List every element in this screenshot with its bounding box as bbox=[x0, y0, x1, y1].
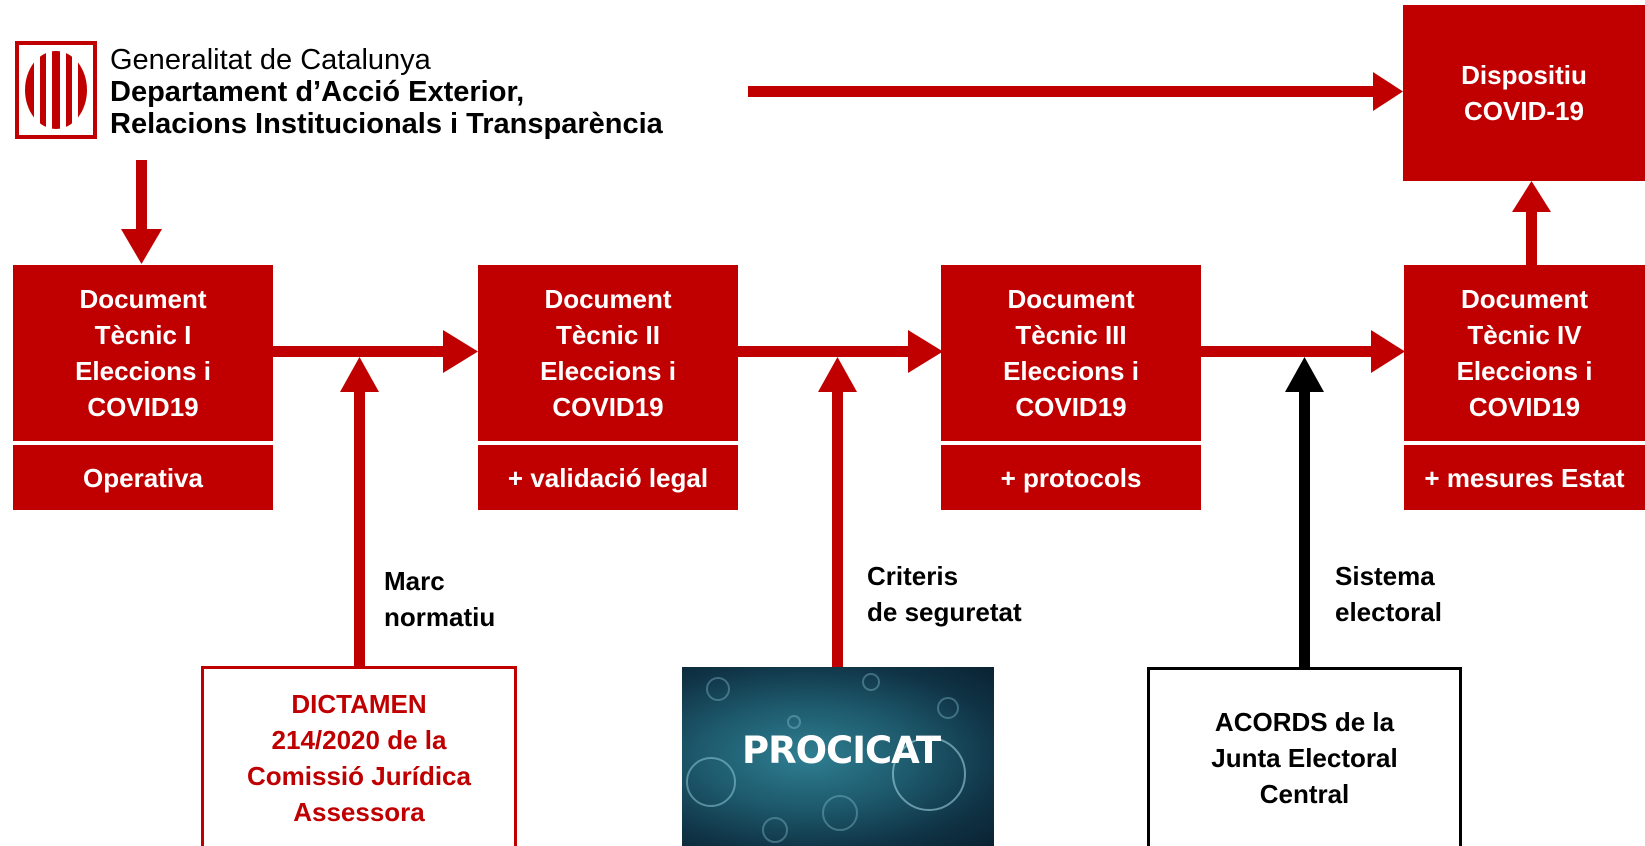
doc4-line-2: Tècnic IV bbox=[1467, 320, 1582, 350]
doc3-line-4: COVID19 bbox=[1015, 392, 1127, 422]
arrow-header-to-doc1 bbox=[121, 160, 162, 264]
doc4-line-3: Eleccions i bbox=[1456, 356, 1593, 386]
dictamen-line-1: DICTAMEN bbox=[291, 688, 427, 719]
sistema-label-line-2: electoral bbox=[1335, 597, 1442, 627]
arrow-doc3-to-doc4 bbox=[1201, 330, 1405, 373]
arrow-doc2-to-doc3 bbox=[738, 330, 943, 373]
dictamen-line-4: Assessora bbox=[293, 796, 425, 827]
header-line-3: Relacions Institucionals i Transparència bbox=[110, 108, 663, 140]
document-sub-4: + mesures Estat bbox=[1404, 445, 1645, 510]
virus-shape bbox=[822, 795, 858, 831]
document-box-3: Document Tècnic III Eleccions i COVID19 bbox=[941, 265, 1201, 441]
input-label-criteris: Criteris de seguretat bbox=[867, 558, 1022, 630]
dictamen-box: DICTAMEN 214/2020 de la Comissió Jurídic… bbox=[201, 666, 517, 846]
procicat-image: PROCICAT bbox=[682, 667, 994, 846]
doc2-sub-label: + validació legal bbox=[507, 462, 709, 493]
virus-shape bbox=[762, 817, 788, 843]
junta-electoral-box: ACORDS de la Junta Electoral Central bbox=[1147, 667, 1462, 846]
doc3-line-3: Eleccions i bbox=[1003, 356, 1139, 386]
doc1-sub-label: Operativa bbox=[83, 462, 203, 493]
junta-line-2: Junta Electoral bbox=[1211, 743, 1398, 773]
doc2-line-3: Eleccions i bbox=[540, 356, 676, 386]
input-label-marc-normatiu: Marc normatiu bbox=[384, 563, 495, 635]
doc3-line-1: Document bbox=[1007, 284, 1135, 314]
criteris-label-line-2: de seguretat bbox=[867, 597, 1022, 627]
procicat-label: PROCICAT bbox=[742, 729, 941, 772]
input-label-sistema-electoral: Sistema electoral bbox=[1335, 558, 1442, 630]
sistema-label-line-1: Sistema bbox=[1335, 561, 1435, 591]
virus-shape bbox=[862, 673, 880, 691]
doc1-line-2: Tècnic I bbox=[94, 320, 192, 350]
doc2-line-2: Tècnic II bbox=[555, 320, 661, 350]
arrow-header-to-dispositiu bbox=[748, 72, 1403, 111]
arrow-doc4-to-dispositiu bbox=[1512, 181, 1551, 265]
document-sub-1: Operativa bbox=[13, 445, 273, 510]
marc-label-line-2: normatiu bbox=[384, 602, 496, 632]
doc2-line-4: COVID19 bbox=[552, 392, 664, 422]
virus-shape bbox=[787, 715, 801, 729]
virus-shape bbox=[892, 737, 966, 811]
junta-line-1: ACORDS de la bbox=[1214, 707, 1395, 737]
marc-label-line-1: Marc bbox=[384, 566, 445, 596]
dispositiu-line-1: Dispositiu bbox=[1461, 60, 1587, 90]
dictamen-line-3: Comissió Jurídica bbox=[247, 760, 471, 791]
document-box-4: Document Tècnic IV Eleccions i COVID19 bbox=[1404, 265, 1645, 441]
dispositiu-line-2: COVID-19 bbox=[1464, 96, 1584, 126]
arrow-procicat-up bbox=[818, 357, 857, 667]
header-line-2: Departament d’Acció Exterior, bbox=[110, 76, 525, 108]
doc4-line-4: COVID19 bbox=[1468, 392, 1581, 422]
criteris-label-line-1: Criteris bbox=[867, 561, 959, 591]
header-title: Generalitat de Catalunya Departament d’A… bbox=[110, 44, 663, 140]
doc3-sub-label: + protocols bbox=[1000, 462, 1142, 493]
generalitat-logo bbox=[14, 40, 98, 140]
doc1-line-4: COVID19 bbox=[87, 392, 199, 422]
junta-line-3: Central bbox=[1259, 779, 1350, 809]
document-sub-2: + validació legal bbox=[478, 445, 738, 510]
header-line-1: Generalitat de Catalunya bbox=[110, 44, 431, 76]
document-box-1: Document Tècnic I Eleccions i COVID19 bbox=[13, 265, 273, 441]
doc4-sub-label: + mesures Estat bbox=[1424, 462, 1625, 493]
arrow-dictamen-up bbox=[340, 357, 379, 666]
virus-shape bbox=[686, 757, 736, 807]
doc1-line-3: Eleccions i bbox=[75, 356, 211, 386]
arrow-junta-up bbox=[1285, 357, 1324, 667]
doc4-line-1: Document bbox=[1460, 284, 1589, 314]
doc1-line-1: Document bbox=[79, 284, 207, 314]
doc3-line-2: Tècnic III bbox=[1015, 320, 1127, 350]
document-box-2: Document Tècnic II Eleccions i COVID19 bbox=[478, 265, 738, 441]
arrow-doc1-to-doc2 bbox=[273, 330, 478, 373]
document-sub-3: + protocols bbox=[941, 445, 1201, 510]
senyera-shield-icon bbox=[15, 41, 97, 139]
dispositiu-box: Dispositiu COVID-19 bbox=[1403, 5, 1645, 181]
dictamen-line-2: 214/2020 de la bbox=[271, 724, 447, 755]
virus-shape bbox=[937, 697, 959, 719]
doc2-line-1: Document bbox=[544, 284, 672, 314]
virus-shape bbox=[706, 677, 730, 701]
